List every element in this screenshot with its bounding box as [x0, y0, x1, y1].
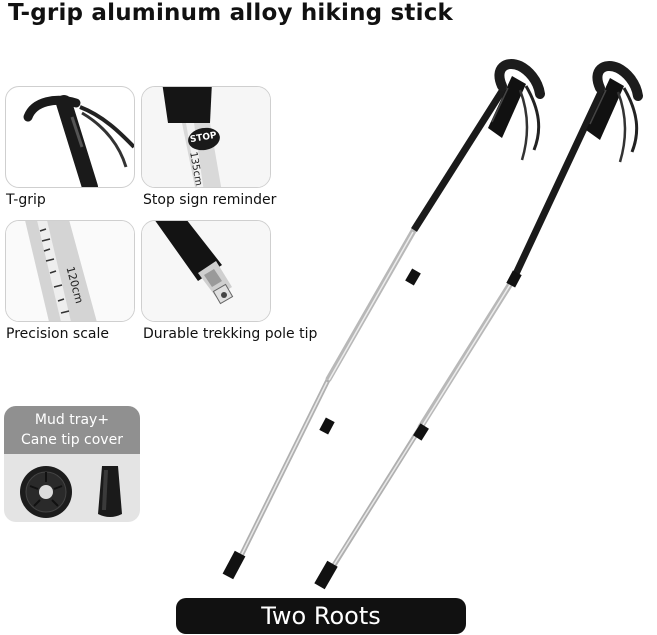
t-grip-handle-icon	[23, 95, 134, 187]
feature-caption-stop-sign: Stop sign reminder	[143, 192, 277, 208]
stop-sign-icon	[142, 87, 270, 187]
cane-tip-cover-icon	[98, 466, 122, 517]
feature-card-precision-scale: 120cm	[5, 220, 135, 322]
feature-card-pole-tip	[141, 220, 271, 322]
feature-card-t-grip	[5, 86, 135, 188]
hiking-poles-illustration	[222, 59, 643, 590]
feature-card-stop-sign: STOP 135cm	[141, 86, 271, 188]
feature-caption-t-grip: T-grip	[6, 192, 46, 208]
accessories-line-1: Mud tray+	[34, 412, 110, 428]
mud-tray-icon	[20, 466, 72, 518]
accessories-header: Mud tray+ Cane tip cover	[4, 406, 140, 454]
hiking-pole-right	[314, 61, 643, 590]
feature-caption-precision-scale: Precision scale	[6, 326, 109, 342]
pole-tip-icon	[142, 221, 270, 321]
accessories-box: Mud tray+ Cane tip cover	[4, 406, 140, 522]
feature-caption-pole-tip: Durable trekking pole tip	[143, 326, 318, 342]
page-title: T-grip aluminum alloy hiking stick	[8, 0, 454, 26]
quantity-banner: Two Roots	[176, 598, 466, 634]
hiking-pole-left	[222, 59, 545, 580]
scale-icon	[6, 221, 134, 321]
accessories-line-2: Cane tip cover	[21, 432, 123, 448]
